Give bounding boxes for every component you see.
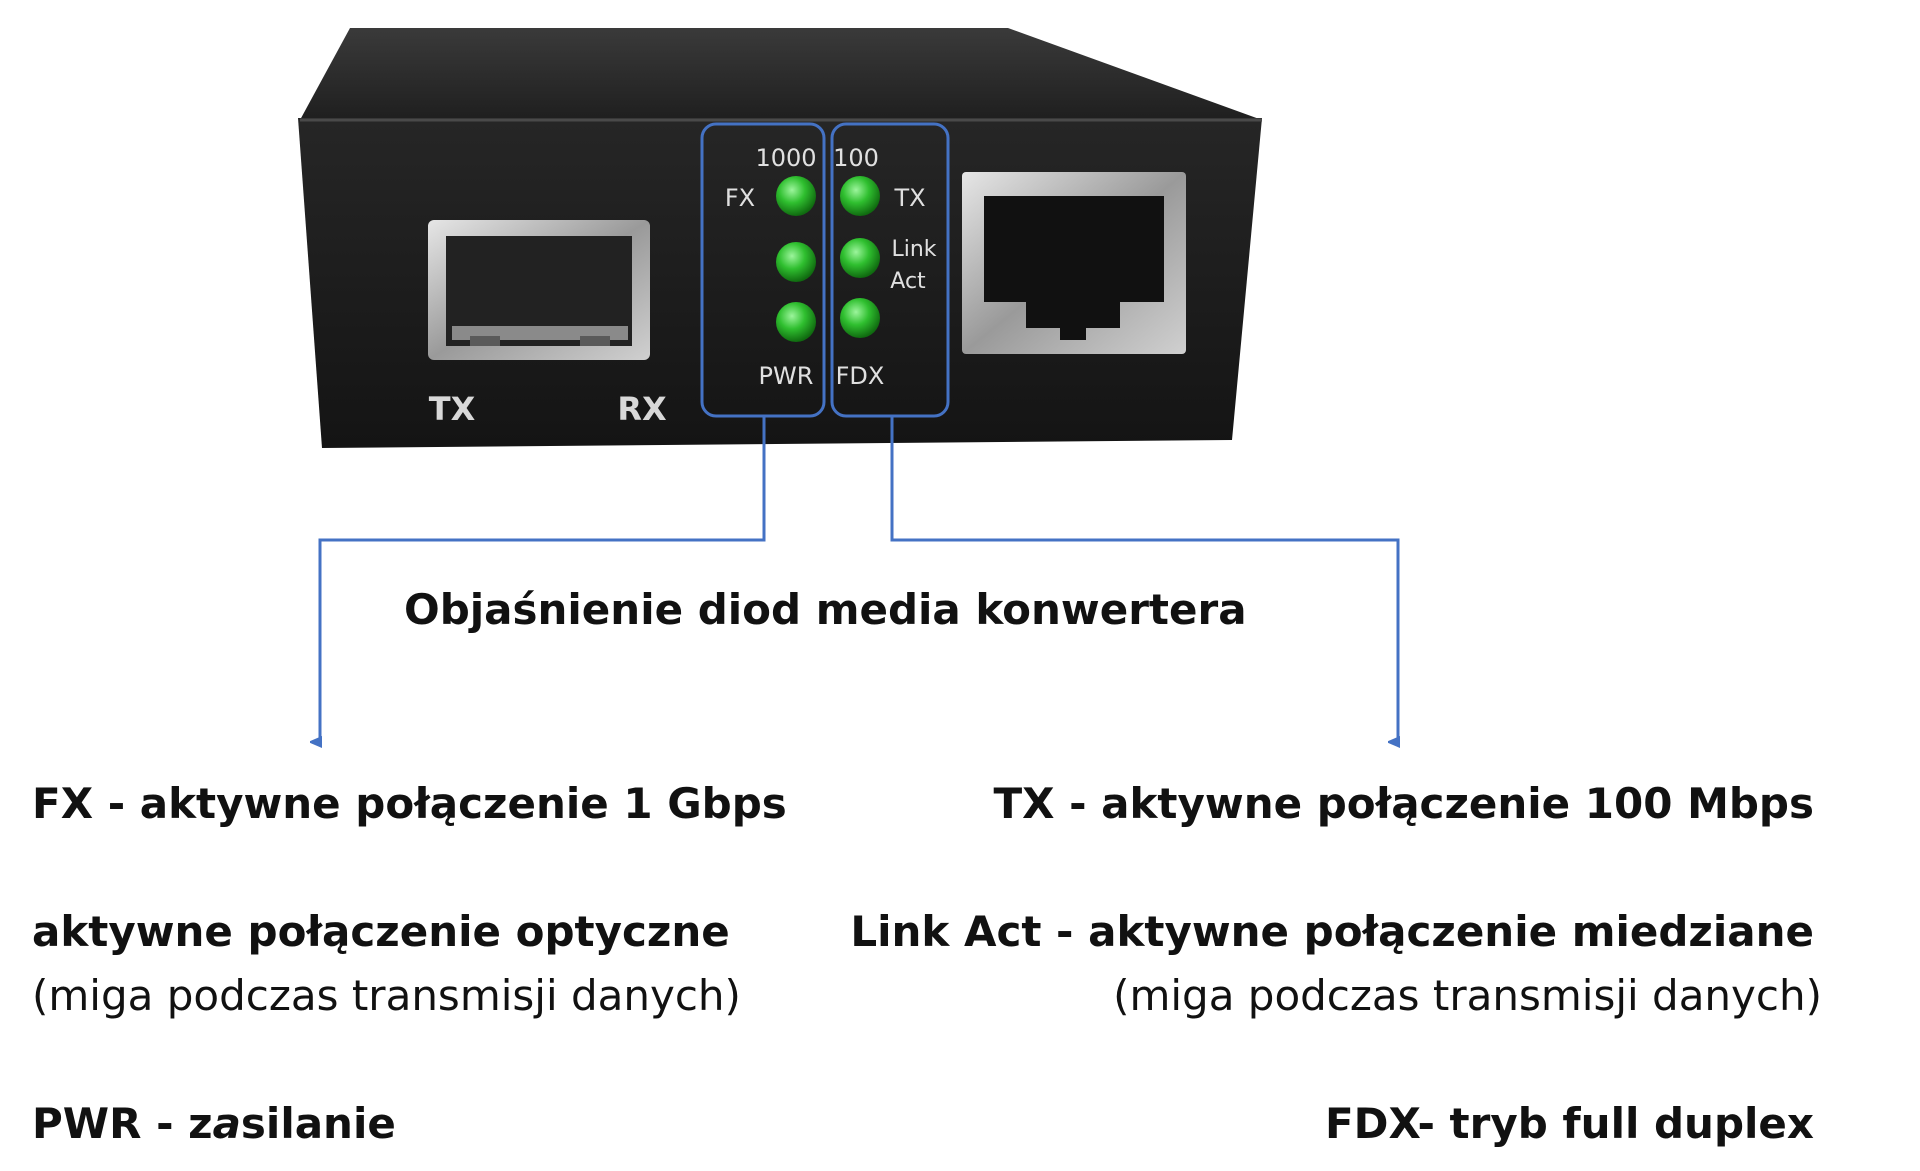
- port-label-rx: RX: [617, 390, 667, 428]
- sfp-port: [428, 220, 650, 360]
- pwr-text-rest: silanie: [240, 1099, 396, 1148]
- left-optical-note: (miga podczas transmisji danych): [32, 971, 741, 1020]
- led-label-fx: FX: [725, 184, 755, 212]
- led-label-link: Link: [891, 237, 936, 262]
- port-label-tx: TX: [429, 390, 476, 428]
- diagram-title: Objaśnienie diod media konwertera: [404, 585, 1247, 634]
- callout-line-right: [890, 416, 1398, 742]
- led-fx: [776, 176, 816, 216]
- right-link-description: Link Act - aktywne połączenie miedziane: [850, 907, 1814, 956]
- rj45-port: [962, 172, 1186, 354]
- led-optical: [776, 242, 816, 282]
- left-optical-description: aktywne połączenie optyczne: [32, 907, 730, 956]
- led-pwr: [776, 302, 816, 342]
- led-link-act: [840, 238, 880, 278]
- led-label-tx: TX: [893, 184, 925, 212]
- led-label-1000: 1000: [755, 144, 816, 172]
- left-fx-description: FX - aktywne połączenie 1 Gbps: [32, 779, 787, 828]
- right-tx-description: TX - aktywne połączenie 100 Mbps: [993, 779, 1814, 828]
- led-label-act: Act: [890, 269, 926, 294]
- led-fdx: [840, 298, 880, 338]
- right-fdx-description: FDX- tryb full duplex: [1324, 1099, 1814, 1148]
- led-group-box-right: [830, 122, 950, 418]
- led-label-fdx: FDX: [836, 362, 885, 390]
- housing-top-face: [300, 28, 1262, 120]
- right-link-note: (miga podczas transmisji danych): [1113, 971, 1822, 1020]
- led-label-pwr: PWR: [759, 362, 814, 390]
- pwr-text-bold: PWR - z: [32, 1099, 213, 1148]
- left-pwr-description: PWR - zasilanie: [32, 1099, 396, 1148]
- led-tx: [840, 176, 880, 216]
- led-label-100: 100: [833, 144, 879, 172]
- callout-line-left: [320, 416, 766, 742]
- pwr-text-italic: a: [212, 1099, 241, 1148]
